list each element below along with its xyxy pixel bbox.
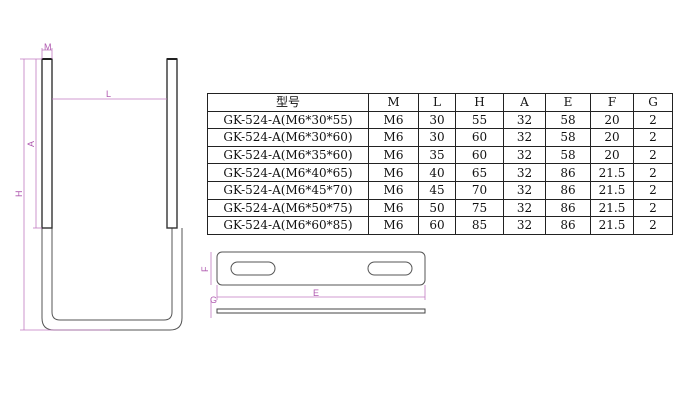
plate-shape <box>216 251 426 314</box>
table-cell: GK-524-A(M6*50*75) <box>207 198 369 218</box>
table-cell: 32 <box>503 180 546 200</box>
table-cell: 2 <box>633 180 673 200</box>
dim-label-m: M <box>44 42 52 52</box>
table-cell: 86 <box>545 163 591 182</box>
table-cell: 21.5 <box>590 180 634 200</box>
table-cell: 85 <box>455 216 504 235</box>
table-cell: 32 <box>503 110 546 130</box>
table-cell: 86 <box>545 216 591 235</box>
dim-label-a: A <box>26 141 36 147</box>
table-cell: 2 <box>633 128 673 147</box>
table-cell: 75 <box>455 198 504 218</box>
table-cell: 2 <box>633 145 673 165</box>
table-cell: 32 <box>503 128 546 147</box>
table-cell: 60 <box>418 216 456 235</box>
table-cell: 2 <box>633 198 673 218</box>
table-header-row: 型号 M L H A E F G <box>207 93 673 112</box>
table-cell: 86 <box>545 198 591 218</box>
table-cell: GK-524-A(M6*30*60) <box>207 128 369 147</box>
table-cell: GK-524-A(M6*40*65) <box>207 163 369 182</box>
table-cell: M6 <box>368 198 419 218</box>
dim-label-f: F <box>200 266 210 272</box>
table-cell: 58 <box>545 110 591 130</box>
table-cell: M6 <box>368 128 419 147</box>
table-cell: 32 <box>503 216 546 235</box>
table-cell: 45 <box>418 180 456 200</box>
table-cell: GK-524-A(M6*45*70) <box>207 180 369 200</box>
header-h: H <box>455 93 504 112</box>
table-cell: GK-524-A(M6*35*60) <box>207 145 369 165</box>
table-cell: 70 <box>455 180 504 200</box>
table-cell: 30 <box>418 110 456 130</box>
table-cell: 21.5 <box>590 198 634 218</box>
table-cell: 58 <box>545 145 591 165</box>
header-f: F <box>590 93 634 112</box>
table-cell: 50 <box>418 198 456 218</box>
table-cell: M6 <box>368 163 419 182</box>
header-model: 型号 <box>207 93 369 112</box>
dim-label-g: G <box>210 295 217 305</box>
dim-label-l: L <box>106 89 111 99</box>
table-cell: 60 <box>455 128 504 147</box>
table-cell: 86 <box>545 180 591 200</box>
dimension-lines <box>20 48 167 331</box>
table-cell: 20 <box>590 145 634 165</box>
table-cell: M6 <box>368 145 419 165</box>
table-cell: 35 <box>418 145 456 165</box>
table-cell: 32 <box>503 163 546 182</box>
header-l: L <box>418 93 456 112</box>
table-cell: 20 <box>590 110 634 130</box>
header-a: A <box>503 93 546 112</box>
table-cell: 58 <box>545 128 591 147</box>
dim-label-h: H <box>14 191 24 198</box>
header-g: G <box>633 93 673 112</box>
table-cell: 32 <box>503 145 546 165</box>
u-bolt-shape <box>41 58 183 331</box>
table-cell: 30 <box>418 128 456 147</box>
table-cell: 2 <box>633 163 673 182</box>
table-cell: M6 <box>368 180 419 200</box>
plate-dimension-lines <box>210 252 426 318</box>
table-cell: M6 <box>368 110 419 130</box>
table-cell: GK-524-A(M6*30*55) <box>207 110 369 130</box>
dim-label-e: E <box>313 288 319 298</box>
header-m: M <box>368 93 419 112</box>
table-cell: 32 <box>503 198 546 218</box>
table-cell: 2 <box>633 110 673 130</box>
table-cell: 20 <box>590 128 634 147</box>
table-cell: 21.5 <box>590 163 634 182</box>
table-cell: 21.5 <box>590 216 634 235</box>
table-cell: 40 <box>418 163 456 182</box>
table-cell: 55 <box>455 110 504 130</box>
table-cell: 2 <box>633 216 673 235</box>
table-cell: 60 <box>455 145 504 165</box>
table-cell: M6 <box>368 216 419 235</box>
table-cell: 65 <box>455 163 504 182</box>
table-cell: GK-524-A(M6*60*85) <box>207 216 369 235</box>
header-e: E <box>545 93 591 112</box>
